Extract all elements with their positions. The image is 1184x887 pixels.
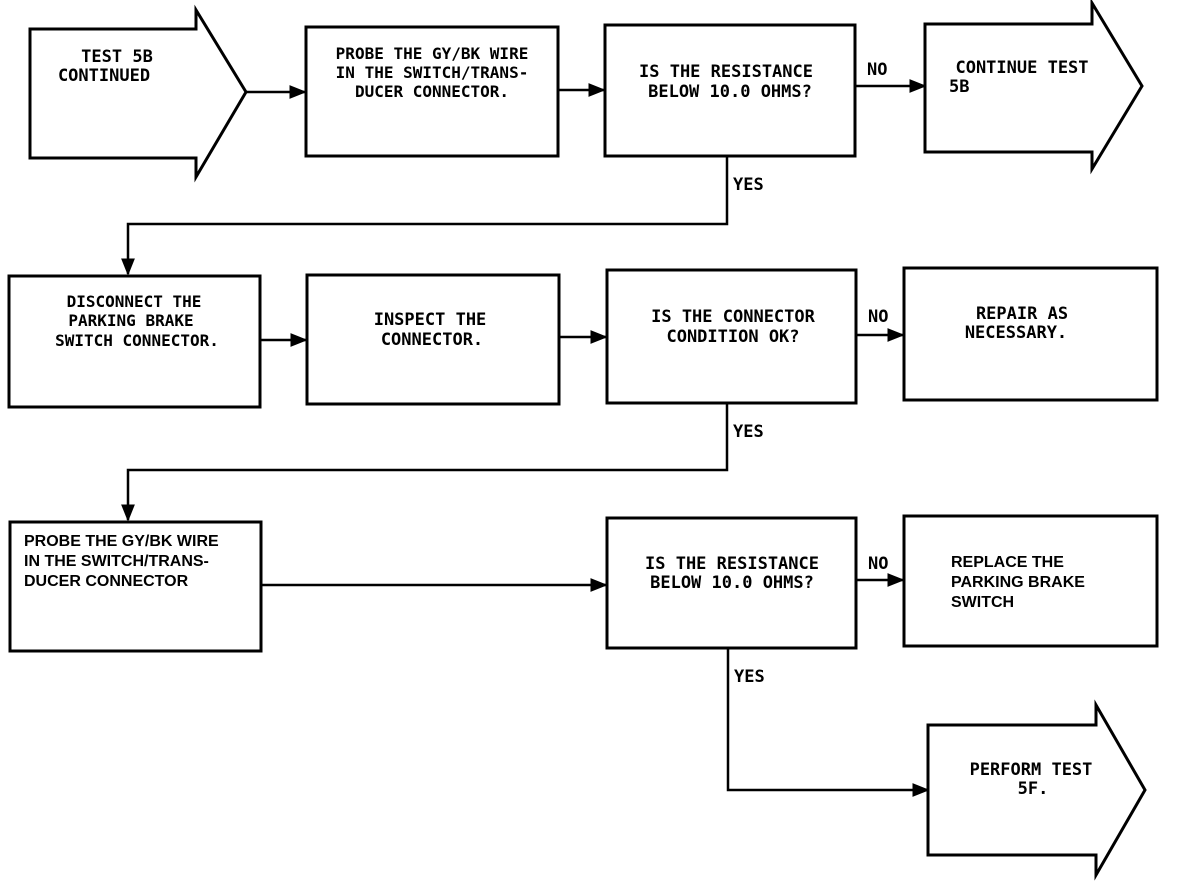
edge-label-no-2: NO (868, 307, 888, 327)
node-disconnect-parking-brake-switch-connector: DISCONNECT THE PARKING BRAKE SWITCH CONN… (7, 274, 262, 409)
node-repair-as-necessary: REPAIR AS NECESSARY. (902, 266, 1159, 402)
decision-connector-condition-ok: IS THE CONNECTOR CONDITION OK? (605, 268, 858, 405)
node-disconnect-line-1: DISCONNECT THE (67, 292, 202, 311)
node-probe1-line-1: PROBE THE GY/BK WIRE (336, 44, 529, 63)
node-perform-test-5f: PERFORM TEST 5F. (926, 699, 1147, 881)
node-disconnect-line-3: SWITCH CONNECTOR. (55, 331, 219, 350)
node-probe-gy-bk-wire-2: PROBE THE GY/BK WIRE IN THE SWITCH/TRANS… (8, 520, 263, 653)
decision-resistance-below-10-ohms-2: IS THE RESISTANCE BELOW 10.0 OHMS? (605, 516, 858, 650)
node-continue-line-2: 5B (949, 77, 969, 97)
connectors (121, 79, 930, 797)
node-continue-test-5b: CONTINUE TEST 5B (923, 0, 1144, 175)
decision2-line-1: IS THE CONNECTOR (651, 307, 816, 327)
node-inspect-line-1: INSPECT THE (374, 310, 487, 330)
node-inspect-the-connector: INSPECT THE CONNECTOR. (305, 273, 561, 406)
node-start-test-5b-continued: TEST 5B CONTINUED (28, 4, 248, 183)
node-perform-line-2: 5F. (1018, 779, 1049, 799)
node-probe2-line-2: IN THE SWITCH/TRANS- (24, 553, 209, 570)
node-replace-line-3: SWITCH (951, 594, 1014, 611)
edge-label-yes-2: YES (733, 422, 764, 442)
connector-q2-yes-to-probe2 (121, 403, 729, 522)
node-probe2-line-1: PROBE THE GY/BK WIRE (24, 533, 219, 550)
node-replace-parking-brake-switch: REPLACE THE PARKING BRAKE SWITCH (902, 514, 1159, 648)
node-probe2-line-3: DUCER CONNECTOR (24, 573, 189, 590)
node-inspect-line-2: CONNECTOR. (381, 330, 483, 350)
node-replace-line-1: REPLACE THE (951, 554, 1064, 571)
edge-label-yes-3: YES (734, 667, 765, 687)
connector-q3-yes-to-perform (726, 648, 930, 797)
node-repair-line-1: REPAIR AS (976, 304, 1068, 324)
node-repair-line-2: NECESSARY. (965, 323, 1067, 343)
decision1-line-2: BELOW 10.0 OHMS? (648, 82, 812, 102)
decision1-line-1: IS THE RESISTANCE (639, 62, 813, 82)
edge-labels: NO YES NO YES NO YES (733, 60, 888, 687)
node-probe-gy-bk-wire-1: PROBE THE GY/BK WIRE IN THE SWITCH/TRANS… (304, 25, 560, 158)
edge-label-yes-1: YES (733, 175, 764, 195)
decision2-line-2: CONDITION OK? (666, 327, 799, 347)
node-continue-line-1: CONTINUE TEST (955, 58, 1088, 78)
node-replace-line-2: PARKING BRAKE (951, 574, 1085, 591)
node-start-line-1: TEST 5B (81, 47, 153, 67)
node-probe1-line-3: DUCER CONNECTOR. (355, 82, 509, 101)
node-perform-line-1: PERFORM TEST (970, 760, 1093, 780)
decision3-line-2: BELOW 10.0 OHMS? (650, 573, 814, 593)
edge-label-no-3: NO (868, 554, 888, 574)
decision-resistance-below-10-ohms-1: IS THE RESISTANCE BELOW 10.0 OHMS? (603, 23, 857, 158)
node-start-line-2: CONTINUED (58, 66, 150, 86)
connector-q1-yes-to-disconnect (121, 156, 729, 276)
decision3-line-1: IS THE RESISTANCE (645, 554, 819, 574)
edge-label-no-1: NO (867, 60, 887, 80)
node-probe1-line-2: IN THE SWITCH/TRANS- (336, 63, 529, 82)
node-disconnect-line-2: PARKING BRAKE (68, 311, 193, 330)
